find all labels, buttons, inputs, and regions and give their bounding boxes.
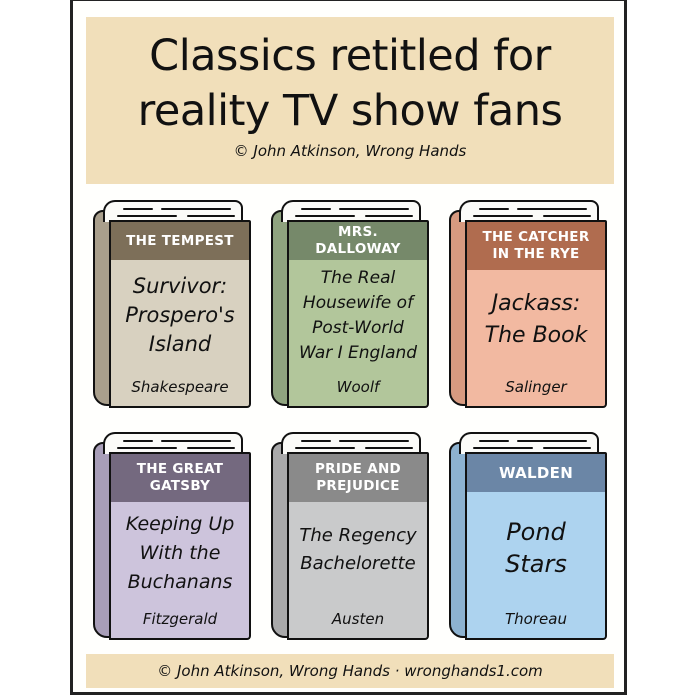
reality-title: The Regency Bachelorette bbox=[299, 525, 417, 574]
book-pages-top bbox=[103, 200, 243, 222]
book-pages-top bbox=[281, 200, 421, 222]
header-credit: © John Atkinson, Wrong Hands bbox=[233, 142, 467, 160]
original-title: MRS. DALLOWAY bbox=[289, 222, 427, 260]
author-name: Shakespeare bbox=[131, 378, 229, 396]
reality-title: Keeping Up With the Buchanans bbox=[125, 513, 235, 593]
reality-title: Pond Stars bbox=[505, 518, 567, 578]
author-name: Austen bbox=[331, 610, 385, 628]
title-line-2: reality TV show fans bbox=[137, 86, 563, 136]
original-title: THE TEMPEST bbox=[111, 222, 249, 260]
footer-credit: © John Atkinson, Wrong Hands · wronghand… bbox=[86, 654, 614, 688]
book-cover: MRS. DALLOWAY The Real Housewife of Post… bbox=[287, 220, 429, 408]
reality-title: Jackass: The Book bbox=[484, 291, 588, 348]
book-pages-top bbox=[459, 432, 599, 454]
book-mrs-dalloway: MRS. DALLOWAY The Real Housewife of Post… bbox=[271, 200, 429, 408]
book-pages-top bbox=[281, 432, 421, 454]
book-cover: WALDEN Pond Stars Thoreau bbox=[465, 452, 607, 640]
book-walden: WALDEN Pond Stars Thoreau bbox=[449, 432, 607, 640]
book-the-tempest: THE TEMPEST Survivor: Prospero's Island … bbox=[93, 200, 251, 408]
book-cover: THE TEMPEST Survivor: Prospero's Island … bbox=[109, 220, 251, 408]
title-line-1: Classics retitled for bbox=[149, 31, 551, 81]
comic-title: Classics retitled for reality TV show fa… bbox=[86, 29, 614, 139]
book-pages-top bbox=[459, 200, 599, 222]
author-name: Thoreau bbox=[505, 610, 567, 628]
header-banner: Classics retitled for reality TV show fa… bbox=[86, 17, 614, 184]
author-name: Fitzgerald bbox=[142, 610, 218, 628]
reality-title: The Real Housewife of Post-World War I E… bbox=[298, 268, 418, 363]
original-title: WALDEN bbox=[467, 454, 605, 492]
author-name: Salinger bbox=[505, 378, 567, 396]
author-name: Woolf bbox=[336, 378, 380, 396]
book-pages-top bbox=[103, 432, 243, 454]
reality-title: Survivor: Prospero's Island bbox=[125, 274, 235, 356]
